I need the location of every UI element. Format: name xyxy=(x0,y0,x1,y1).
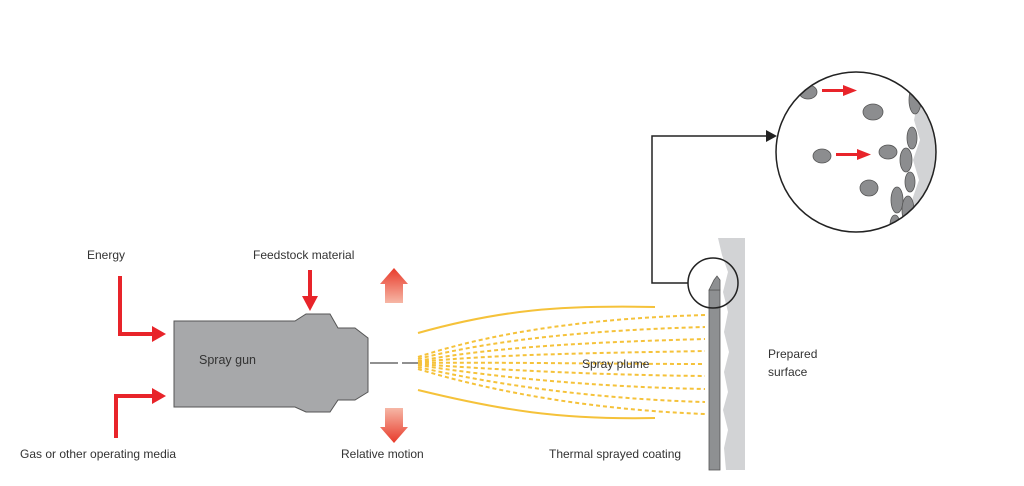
relative-motion-arrows xyxy=(380,268,408,443)
spray-gun xyxy=(173,313,369,413)
energy-label: Energy xyxy=(87,248,125,262)
zoom-view xyxy=(775,71,937,233)
gas-label: Gas or other operating media xyxy=(20,447,176,461)
spray-gun-label: Spray gun xyxy=(199,353,256,367)
spray-plume xyxy=(417,305,706,420)
zoom-connector xyxy=(651,135,768,284)
spray-plume-label: Spray plume xyxy=(582,357,650,371)
prepared-surface xyxy=(718,238,745,470)
feedstock-label: Feedstock material xyxy=(253,248,354,262)
prepared-surface-label-2: surface xyxy=(768,365,808,379)
prepared-surface-label: Prepared xyxy=(768,347,817,361)
relative-motion-label: Relative motion xyxy=(341,447,424,461)
coating-layer xyxy=(708,289,721,471)
coating-label: Thermal sprayed coating xyxy=(549,447,681,461)
gas-arrow xyxy=(114,394,152,438)
energy-arrow xyxy=(118,276,152,336)
